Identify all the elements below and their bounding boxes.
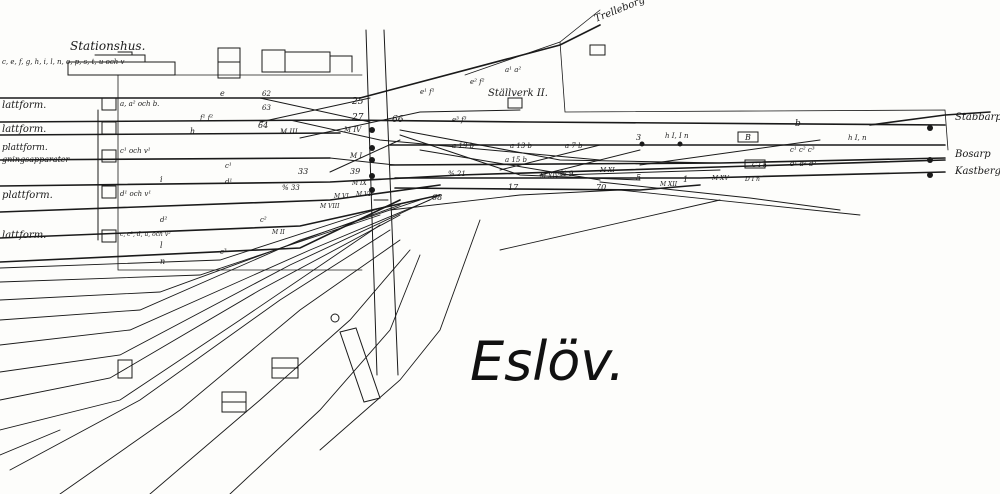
end-signals	[369, 125, 933, 193]
main-tracks	[0, 24, 991, 263]
track-number: 25	[351, 97, 364, 107]
signal-label: B	[744, 133, 751, 142]
signal-label: a 13 b	[510, 142, 533, 150]
signal-label: c²	[260, 216, 267, 224]
signal-label: b	[795, 119, 801, 129]
platform-label-1: lattform.	[2, 100, 46, 111]
signal-label: D I n	[744, 176, 760, 183]
track-number: 3	[636, 133, 641, 142]
track-number: 39	[350, 167, 360, 176]
platform-label-3: plattform.	[2, 143, 48, 153]
destination-bosarp: Bosarp	[954, 149, 991, 160]
station-house-label: Stationshus.	[70, 39, 145, 53]
track-number: 63	[262, 104, 271, 112]
mark-label: M IX	[351, 180, 367, 187]
signal-label: e¹ f¹	[420, 88, 435, 96]
destination-kastberg: Kastberg	[954, 166, 1000, 177]
signal-label: a, a² och b.	[120, 100, 159, 108]
signal-label: d¹ och v¹	[120, 190, 151, 198]
fraction-label: % 33	[282, 184, 300, 192]
platform-label-5: plattform.	[2, 190, 53, 201]
diagram-title: Eslöv.	[470, 330, 625, 393]
curved-branch-tracks	[0, 189, 861, 494]
mark-label: M XV	[711, 175, 729, 182]
road-bridge	[365, 29, 399, 376]
signal-label: d¹ d² d³	[790, 160, 817, 168]
signal-label: h I, I n	[665, 132, 689, 140]
signal-label: e	[220, 89, 225, 98]
signal-label: f¹ f²	[199, 114, 213, 122]
signal-label: a 15 b	[505, 156, 528, 164]
destination-labels: Stabbarp Bosarp Kastberg	[954, 112, 1000, 177]
track-number: 70	[596, 183, 606, 192]
track-number: 68	[432, 193, 442, 202]
signal-label: l	[160, 241, 163, 250]
signal-label: e³ f³	[452, 116, 467, 124]
mark-label: M XI	[599, 167, 615, 174]
signal-label: c³	[220, 248, 227, 256]
signal-label: h I, n	[848, 134, 867, 142]
signal-label: e² f²	[470, 78, 485, 86]
mark-label: M XIV	[539, 173, 560, 180]
signal-label: c¹ och v¹	[120, 147, 151, 155]
platform-label-4: gningsapparater	[2, 155, 71, 164]
signal-label: a¹ a²	[505, 66, 521, 74]
signal-label: c¹	[225, 162, 232, 170]
platform-signal-blocks	[97, 97, 117, 243]
mark-labels: M III M IV M II M I M IX M VI M VIII M V…	[271, 126, 729, 236]
platform-label-6: lattform.	[2, 230, 46, 241]
signal-label: d²	[160, 216, 167, 224]
trelleborg-label: Trelleborg	[593, 0, 647, 25]
track-crossovers	[259, 97, 841, 211]
track-number: 17	[508, 183, 519, 192]
mark-label: M VI	[333, 193, 349, 200]
fraction-label: % 21	[448, 170, 466, 178]
platform-labels: lattform. lattform. plattform. gningsapp…	[2, 100, 71, 241]
platform-label-2: lattform.	[2, 124, 46, 135]
track-number: 33	[298, 167, 308, 176]
yard-buildings	[117, 44, 766, 413]
mark-label: M VIII	[319, 203, 340, 210]
track-number: 66	[392, 115, 404, 125]
track-number: 27	[351, 113, 364, 123]
left-group-code: c, e, f, g, h, i, l, n, o, p, s, t, u oc…	[2, 58, 124, 66]
track-number: 64	[258, 121, 268, 130]
signal-label: i	[160, 175, 163, 184]
mark-label: M II	[271, 229, 285, 236]
signal-box-label: Ställverk II.	[488, 88, 548, 99]
mark-label: M I	[349, 152, 362, 160]
mark-label: M III	[279, 128, 298, 136]
track-number: 5	[636, 173, 641, 182]
signal-labels: e a, a² och b. f¹ f² h c¹ och v¹ c¹ i d¹…	[120, 66, 867, 266]
signal-label: h	[190, 127, 195, 136]
signal-label: d¹	[225, 178, 232, 186]
signal-label: c, c², d, u, och v²	[120, 231, 171, 238]
fraction-label: % 9	[560, 170, 574, 178]
track-number: 62	[262, 90, 271, 98]
destination-stabbarp: Stabbarp	[955, 112, 1000, 123]
signal-label: n	[160, 257, 165, 266]
fraction-labels: % 21 % 9 % 33	[282, 170, 574, 192]
track-number: 1	[683, 175, 688, 184]
signal-label: a 19 b	[452, 142, 475, 150]
signal-label: a 7 b	[565, 142, 583, 150]
mark-label: M IV	[343, 126, 362, 134]
signal-label: C I n	[752, 162, 767, 169]
mark-label: M XII	[659, 181, 678, 188]
track-numbers: 25 27 64 66 39 33 17 68 70 1 3 5 62 63	[258, 90, 688, 202]
mark-label: M VII	[355, 191, 374, 198]
signal-label: c¹ c² c³	[790, 146, 815, 154]
